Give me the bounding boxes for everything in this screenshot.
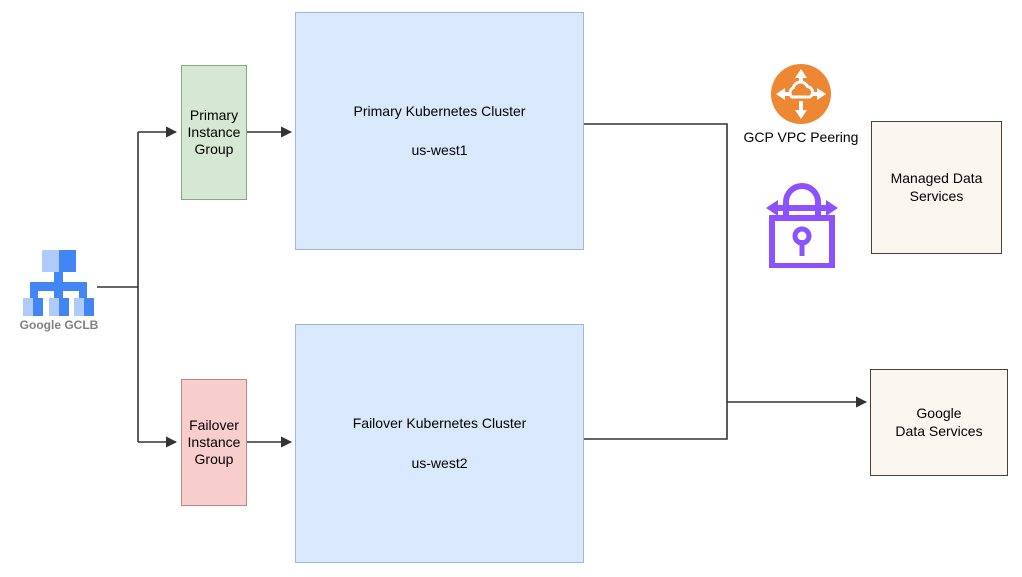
google-data-services-line-2: Data Services — [895, 422, 983, 439]
google-data-services-box[interactable]: Google Data Services — [870, 369, 1008, 476]
managed-data-services-line-1: Managed Data — [890, 170, 983, 187]
gclb-label: Google GCLB — [19, 318, 99, 332]
failover-instance-group-box[interactable]: Failover Instance Group — [181, 379, 247, 506]
failover-kubernetes-cluster-box[interactable]: Failover Kubernetes Cluster us-west2 — [295, 324, 584, 563]
failover-instance-group-line-2: Instance — [187, 433, 241, 450]
gclb-node: Google GCLB — [14, 248, 104, 332]
primary-instance-group-line-1: Primary — [189, 106, 239, 123]
failover-cluster-title: Failover Kubernetes Cluster — [352, 415, 527, 432]
padlock-bidirectional-arrow-icon — [766, 183, 838, 268]
edge-primary-cluster-to-join — [584, 123, 728, 402]
google-data-services-line-1: Google — [916, 405, 962, 422]
primary-cluster-title: Primary Kubernetes Cluster — [353, 102, 526, 119]
edge-failover-cluster-to-join — [584, 402, 728, 440]
primary-kubernetes-cluster-box[interactable]: Primary Kubernetes Cluster us-west1 — [295, 12, 584, 250]
primary-instance-group-line-2: Instance — [187, 123, 241, 140]
primary-cluster-region: us-west1 — [411, 142, 468, 158]
gcp-vpc-peering-node: GCP VPC Peering — [737, 63, 865, 145]
secure-connection-node — [756, 172, 848, 268]
primary-instance-group-box[interactable]: Primary Instance Group — [181, 65, 247, 200]
managed-data-services-line-2: Services — [909, 187, 964, 204]
google-cloud-load-balancer-icon — [23, 250, 94, 316]
managed-data-services-box[interactable]: Managed Data Services — [871, 121, 1002, 254]
failover-instance-group-line-3: Group — [194, 451, 234, 468]
failover-instance-group-line-1: Failover — [189, 416, 239, 433]
primary-instance-group-line-3: Group — [194, 141, 234, 158]
failover-cluster-region: us-west2 — [411, 454, 468, 471]
gcp-vpc-peering-label: GCP VPC Peering — [743, 129, 859, 145]
gcp-vpc-peering-icon — [771, 64, 831, 124]
